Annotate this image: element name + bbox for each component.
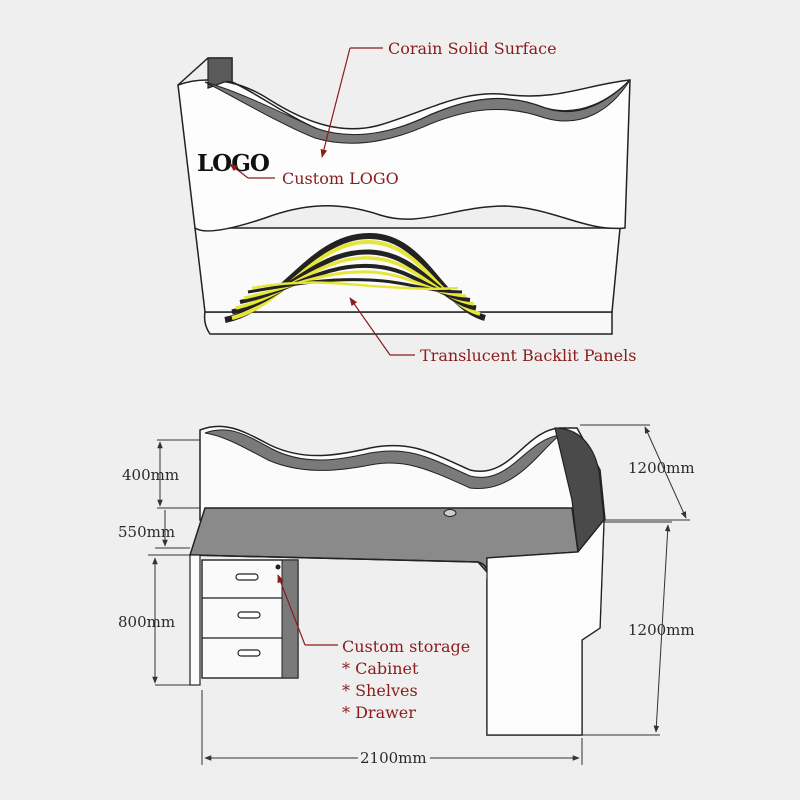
- plan-front-face: [189, 554, 201, 686]
- drawer-handle: [237, 649, 261, 657]
- desk-3d-view: LOGO: [177, 57, 631, 335]
- plan-back-panel: [199, 425, 606, 521]
- logo-text: LOGO: [197, 150, 270, 177]
- callout-logo: Custom LOGO: [282, 169, 399, 188]
- dim-top-height: 400mm: [122, 466, 179, 484]
- dim-width: 2100mm: [360, 749, 427, 767]
- drawer-handle: [235, 573, 259, 581]
- cable-grommet: [443, 509, 457, 517]
- backlit-panels: [224, 232, 486, 323]
- storage-title: Custom storage: [342, 637, 470, 656]
- desk-plan-view: [188, 425, 606, 736]
- callout-surface: Corain Solid Surface: [388, 39, 557, 58]
- drawer-handle: [237, 611, 261, 619]
- desk-top-return: [207, 57, 233, 89]
- desk-plinth: [203, 311, 613, 335]
- storage-item: * Drawer: [342, 703, 416, 722]
- desk-top-wave-band: [204, 79, 631, 144]
- storage-item: * Shelves: [342, 681, 418, 700]
- plan-right-face: [486, 518, 605, 736]
- storage-item: * Cabinet: [342, 659, 419, 678]
- dim-lower-right: 1200mm: [628, 621, 695, 639]
- dimension-labels: 400mm 550mm 800mm 1200mm 1200mm 2100mm: [118, 459, 695, 767]
- callout-panels: Translucent Backlit Panels: [420, 346, 636, 365]
- cabinet-side: [281, 559, 299, 679]
- dim-upper-right: 1200mm: [628, 459, 695, 477]
- storage-callout: Custom storage * Cabinet * Shelves * Dra…: [277, 574, 470, 722]
- dim-counter-height: 550mm: [118, 523, 175, 541]
- dim-cabinet-height: 800mm: [118, 613, 175, 631]
- lock-icon: [275, 564, 281, 570]
- top-callouts: Corain Solid Surface Custom LOGO Translu…: [229, 39, 636, 365]
